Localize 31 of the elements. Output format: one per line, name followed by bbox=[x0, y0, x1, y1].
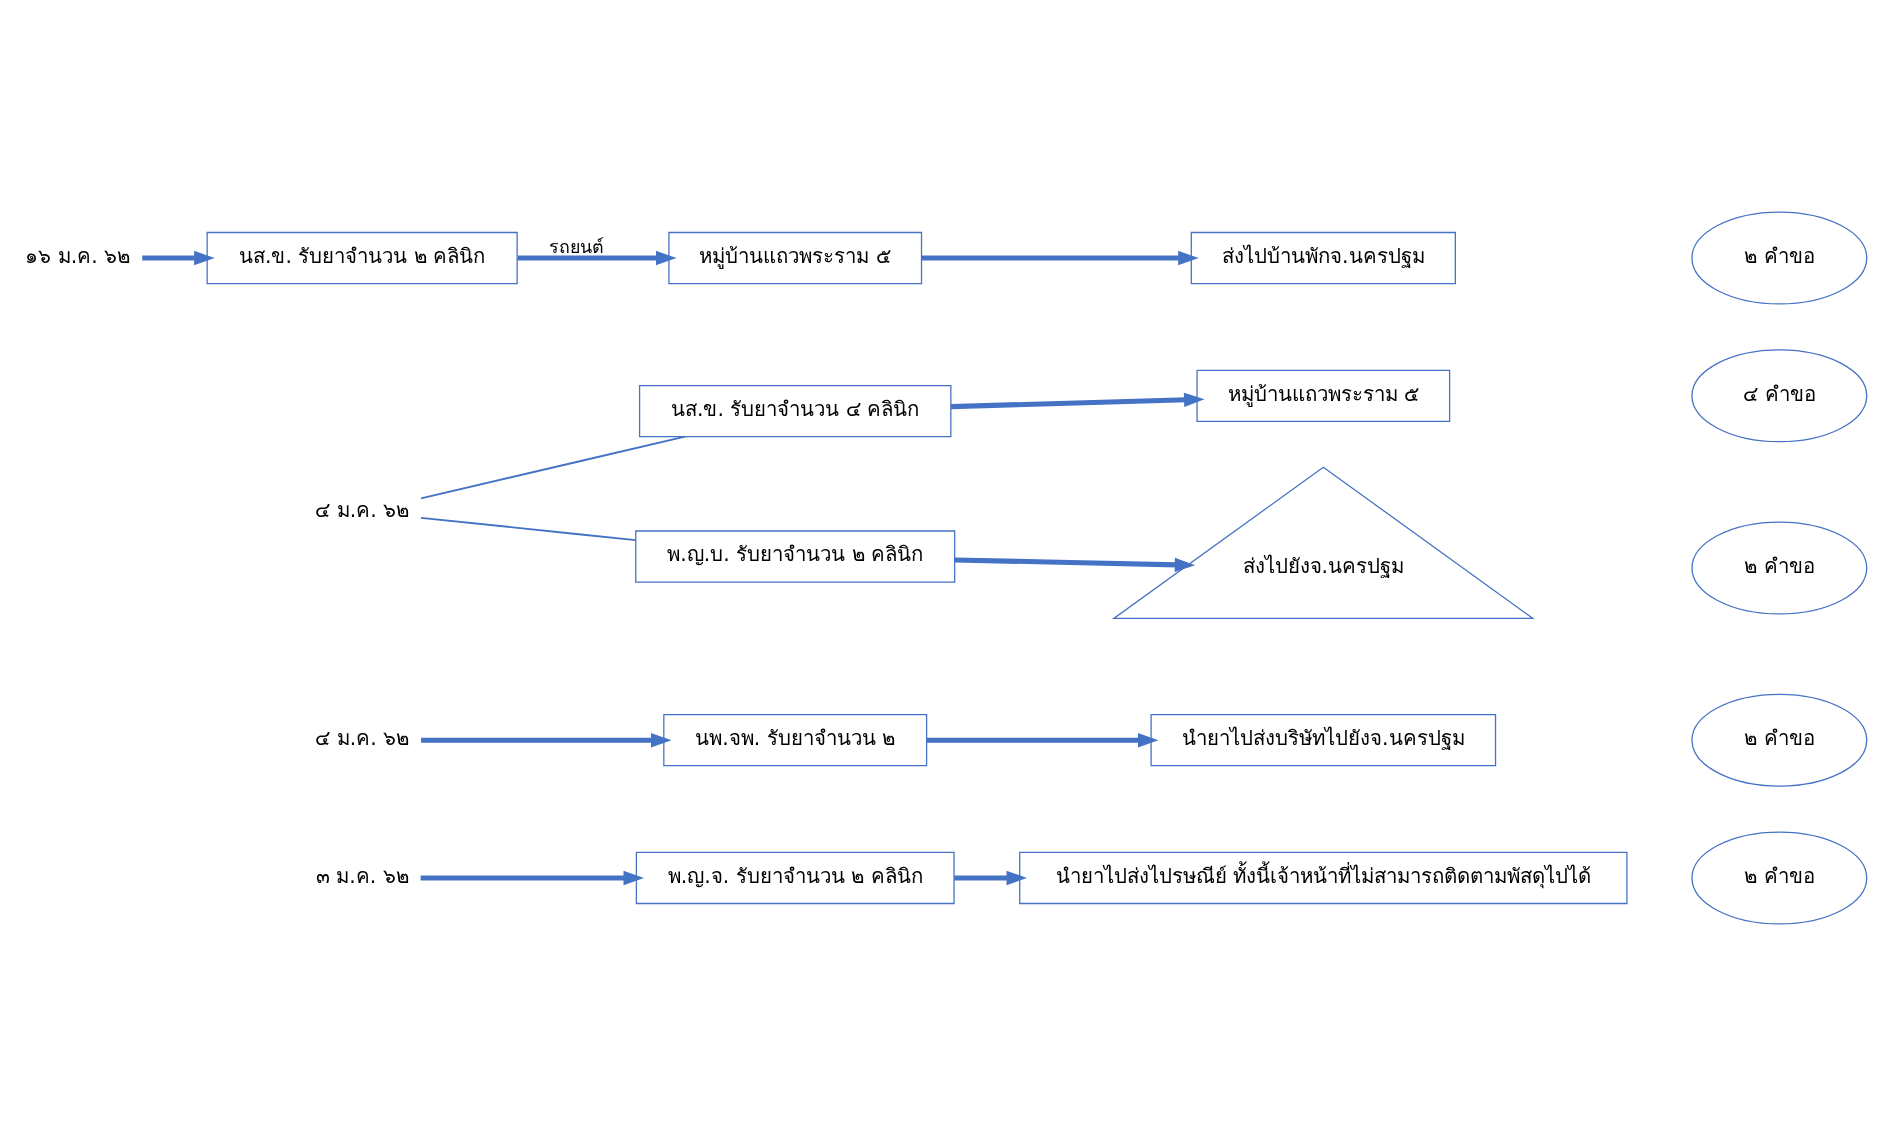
arrow bbox=[142, 250, 215, 266]
arrow bbox=[517, 250, 677, 266]
node-box: หมู่บ้านแถวพระราม ๕ bbox=[668, 231, 923, 285]
arrow bbox=[950, 392, 1205, 410]
node-text: ๑๖ ม.ค. ๖๒ bbox=[25, 243, 131, 268]
node-ellipse: ๒ คำขอ bbox=[1691, 831, 1868, 925]
node-box: นพ.จพ. รับยาจำนวน ๒ bbox=[663, 714, 928, 767]
node-box: หมู่บ้านแถวพระราม ๕ bbox=[1196, 369, 1451, 422]
node-ellipse: ๒ คำขอ bbox=[1691, 211, 1868, 305]
node-text: ๔ ม.ค. ๖๒ bbox=[315, 497, 410, 522]
node-box: พ.ญ.จ. รับยาจำนวน ๒ คลินิก bbox=[635, 851, 955, 905]
arrow bbox=[954, 557, 1196, 572]
node-box: ส่งไปบ้านพักจ.นครปฐม bbox=[1190, 231, 1456, 285]
arrow bbox=[926, 733, 1159, 748]
node-text: ๓ ม.ค. ๖๒ bbox=[315, 863, 409, 888]
node-box: นำยาไปส่งบริษัทไปยังจ.นครปฐม bbox=[1150, 714, 1497, 767]
node-box: พ.ญ.บ. รับยาจำนวน ๒ คลินิก bbox=[635, 530, 956, 583]
node-ellipse: ๔ คำขอ bbox=[1691, 349, 1868, 443]
arrow bbox=[420, 870, 644, 886]
connector bbox=[420, 516, 637, 542]
edge-label: รถยนต์ bbox=[548, 236, 604, 258]
node-ellipse: ๒ คำขอ bbox=[1691, 521, 1868, 615]
arrow bbox=[421, 733, 672, 748]
node-box: นส.ข. รับยาจำนวน ๔ คลินิก bbox=[638, 384, 952, 438]
node-box: นส.ข. รับยาจำนวน ๒ คลินิก bbox=[206, 231, 518, 285]
node-text: ๔ ม.ค. ๖๒ bbox=[315, 726, 410, 751]
arrow bbox=[921, 250, 1199, 266]
connector bbox=[420, 435, 686, 500]
node-ellipse: ๒ คำขอ bbox=[1691, 693, 1868, 787]
node-box: นำยาไปส่งไปรษณีย์ ทั้งนี้เจ้าหน้าที่ไม่สามารถติดตามพัสดุไปได้ bbox=[1019, 851, 1628, 905]
arrow bbox=[954, 870, 1027, 886]
